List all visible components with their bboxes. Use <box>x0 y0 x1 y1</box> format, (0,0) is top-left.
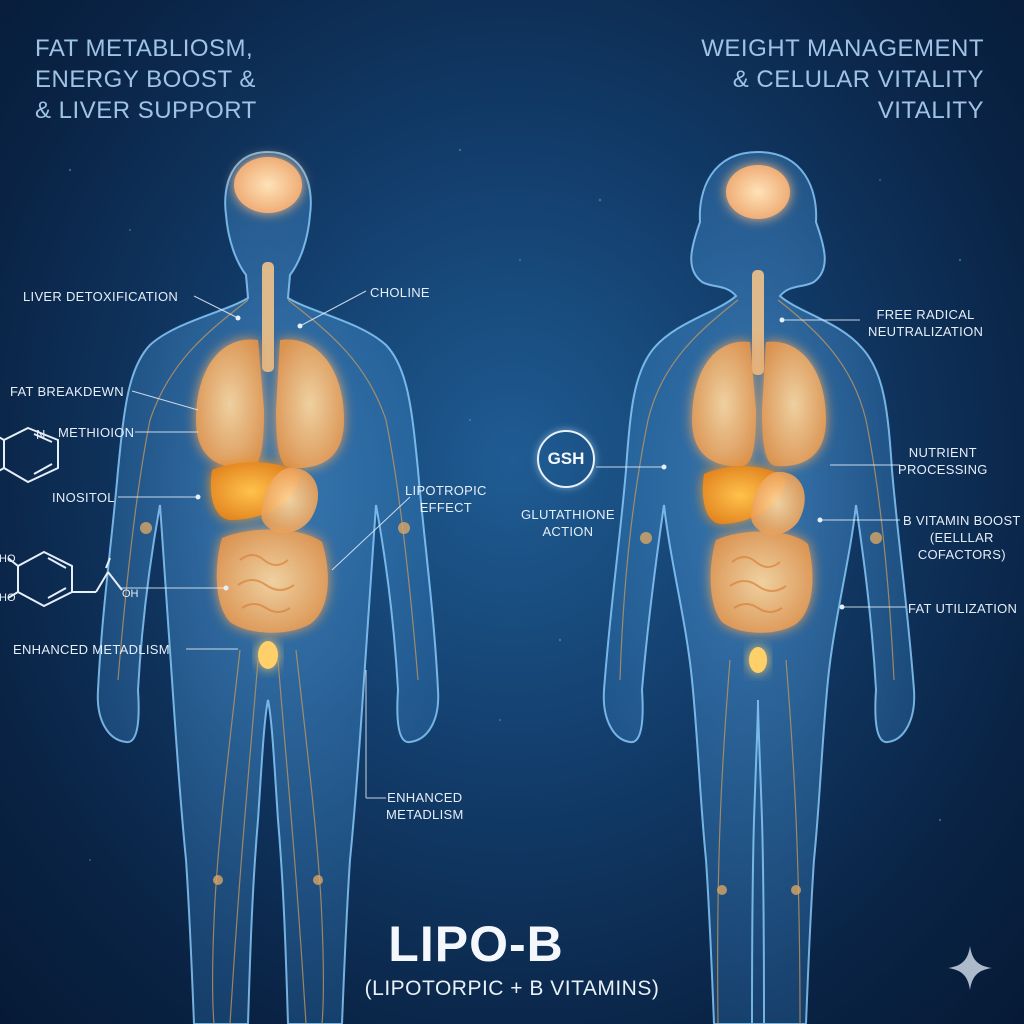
label-glutathione-line-2: ACTION <box>542 524 594 539</box>
female-bladder <box>749 647 767 673</box>
chem-oh-label: OH <box>122 588 139 600</box>
male-lung-left <box>196 339 264 469</box>
label-b-vitamin-boost: B VITAMIN BOOST (EELLLAR COFACTORS) <box>903 512 1021 563</box>
header-right: WEIGHT MANAGEMENT & CELULAR VITALITY VIT… <box>701 33 984 126</box>
sparkle-icon <box>948 946 992 990</box>
label-inositol: INOSITOL <box>52 490 115 505</box>
male-bladder <box>258 641 278 669</box>
label-b-vitamin-line-2: (EELLLAR <box>929 530 994 545</box>
star-field <box>68 148 962 861</box>
female-brain <box>726 165 790 219</box>
chemical-structure-pyridine <box>0 426 59 484</box>
label-choline: CHOLINE <box>370 285 430 300</box>
label-lipotropic-line-1: LIPOTROPIC <box>405 483 487 498</box>
male-brain <box>234 157 302 213</box>
chem-ho-label-top: HO <box>0 553 16 565</box>
chemical-structure-phenol <box>7 550 123 608</box>
product-title: LIPO-B <box>388 916 564 972</box>
label-enhanced-metabolism-center: ENHANCED METADLISM <box>386 789 464 823</box>
label-free-radical-line-2: NEUTRALIZATION <box>868 324 984 339</box>
male-lung-right <box>276 339 344 469</box>
label-methioion: METHIOION <box>58 425 135 440</box>
female-lung-left <box>692 341 756 467</box>
label-lipotropic-line-2: EFFECT <box>419 500 473 515</box>
header-left-line-2: ENERGY BOOST & <box>35 66 256 93</box>
header-left-line-1: FAT METABLIOSM, <box>35 35 254 62</box>
male-nerves <box>117 299 419 1024</box>
female-lung-right <box>762 341 826 467</box>
callout-dots <box>195 315 845 610</box>
product-subtitle: (LIPOTORPIC + B VITAMINS) <box>364 977 660 1000</box>
label-nutrient-line-2: PROCESSING <box>898 462 988 477</box>
label-glutathione-line-1: GLUTATHIONE <box>521 507 615 522</box>
label-liver-detoxification: LIVER DETOXIFICATION <box>23 289 179 304</box>
gsh-badge: GSH <box>537 430 595 488</box>
label-lipotropic-effect: LIPOTROPIC EFFECT <box>405 482 487 516</box>
male-joints <box>140 522 410 885</box>
label-free-radical-line-1: FREE RADICAL <box>876 307 975 322</box>
female-stomach <box>751 471 805 535</box>
label-nutrient-line-1: NUTRIENT <box>908 445 977 460</box>
male-stomach <box>261 467 319 533</box>
male-intestines <box>216 529 328 633</box>
label-free-radical-neutralization: FREE RADICAL NEUTRALIZATION <box>868 306 983 340</box>
chem-ho-label-bottom: HO <box>0 592 16 604</box>
female-intestines <box>710 531 813 633</box>
female-joints <box>640 532 882 895</box>
female-trachea <box>752 270 764 375</box>
female-figure <box>602 150 916 1024</box>
label-fat-breakdown: FAT BREAKDEWN <box>10 384 124 399</box>
header-right-line-3: VITALITY <box>877 97 984 124</box>
header-left-line-3: & LIVER SUPPORT <box>35 97 257 124</box>
male-figure <box>96 150 440 1024</box>
chem-nitrogen-label: N <box>36 427 45 442</box>
header-right-line-1: WEIGHT MANAGEMENT <box>701 35 984 62</box>
label-enhanced-center-line-1: ENHANCED <box>387 790 463 805</box>
label-b-vitamin-line-1: B VITAMIN BOOST <box>903 513 1021 528</box>
label-fat-utilization: FAT UTILIZATION <box>908 601 1018 616</box>
label-b-vitamin-line-3: COFACTORS) <box>917 547 1006 562</box>
label-nutrient-processing: NUTRIENT PROCESSING <box>898 444 988 478</box>
label-enhanced-center-line-2: METADLISM <box>386 807 464 822</box>
label-glutathione-action: GLUTATHIONE ACTION <box>521 506 615 540</box>
male-trachea <box>262 262 274 372</box>
header-right-line-2: & CELULAR VITALITY <box>732 66 984 93</box>
label-enhanced-metabolism-left: ENHANCED METADLISM <box>13 642 170 657</box>
female-nerves <box>619 299 895 1024</box>
header-left: FAT METABLIOSM, ENERGY BOOST & & LIVER S… <box>35 33 257 126</box>
callout-lines <box>118 290 906 799</box>
